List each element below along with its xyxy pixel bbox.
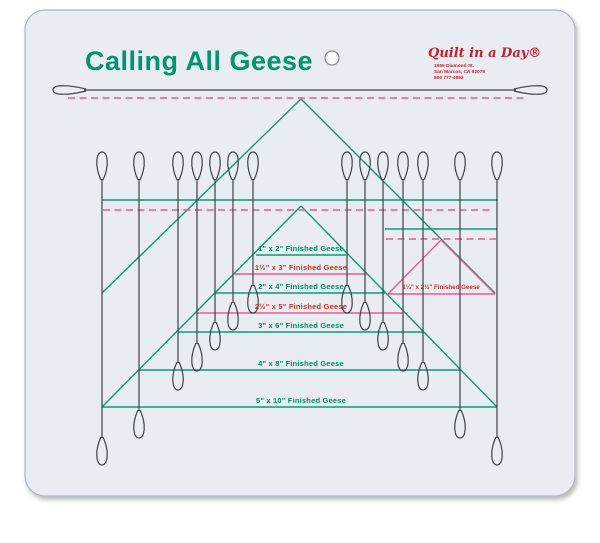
slot-bottom-loop bbox=[96, 436, 108, 466]
slot-top-loop bbox=[417, 151, 429, 181]
size-label: 4" x 8" Finished Geese bbox=[258, 359, 344, 368]
slot-bottom-loop bbox=[172, 361, 184, 391]
slot-bottom-loop bbox=[227, 301, 239, 331]
slot-top-loop bbox=[96, 151, 108, 181]
brand-address-line3: 800 777-4852 bbox=[434, 75, 464, 81]
slot-top-loop bbox=[191, 151, 203, 181]
slot-top-loop bbox=[397, 151, 409, 181]
goose-size-guide: 5" x 10" Finished Geese bbox=[102, 396, 497, 408]
brand-logo: Quilt in a Day® bbox=[428, 46, 541, 61]
vertical-cutting-slot bbox=[247, 151, 259, 314]
triangle-side-left bbox=[101, 98, 302, 294]
size-label: 1¼" x 2½" Finished Geese bbox=[402, 284, 480, 291]
slot-end-loop bbox=[52, 85, 87, 95]
slot-top-loop bbox=[454, 151, 466, 181]
goose-size-guide: 2" x 4" Finished Geese bbox=[215, 282, 385, 294]
vertical-cutting-slot bbox=[454, 151, 466, 439]
brand-address-line1: 1955 Diamond St. bbox=[434, 63, 474, 69]
size-label: 2½" x 5" Finished Geese bbox=[255, 302, 347, 311]
triangle-side-left bbox=[387, 239, 442, 295]
size-label: 1" x 2" Finished Geese bbox=[258, 244, 344, 253]
vertical-cutting-slot bbox=[191, 151, 203, 372]
outer-large-triangle bbox=[101, 98, 496, 294]
inner-large-triangle bbox=[101, 205, 498, 408]
vertical-cutting-slot bbox=[359, 151, 371, 331]
slot-top-loop bbox=[172, 151, 184, 181]
vertical-cutting-slot bbox=[341, 151, 353, 314]
goose-size-guide: 1" x 2" Finished Geese bbox=[256, 244, 346, 256]
slot-bottom-loop bbox=[417, 361, 429, 391]
size-label: 1½" x 3" Finished Geese bbox=[255, 263, 347, 272]
vertical-cutting-slot bbox=[397, 151, 409, 372]
triangle-side-right bbox=[300, 205, 498, 408]
goose-size-guide: 2½" x 5" Finished Geese bbox=[197, 302, 403, 314]
slot-bottom-loop bbox=[454, 409, 466, 439]
goose-size-guide: 1½" x 3" Finished Geese bbox=[233, 263, 367, 275]
slot-bottom-loop bbox=[491, 436, 503, 466]
slot-top-loop bbox=[133, 151, 145, 181]
slot-top-loop bbox=[491, 151, 503, 181]
horizontal-cutting-slot bbox=[52, 85, 548, 95]
vertical-cutting-slot bbox=[172, 151, 184, 391]
brand-address-line2: San Marcos, CA 92078 bbox=[434, 69, 485, 75]
size-label: 5" x 10" Finished Geese bbox=[256, 396, 346, 405]
vertical-cutting-slot bbox=[227, 151, 239, 331]
triangle-side-right bbox=[440, 239, 496, 295]
triangle-side-left bbox=[101, 205, 302, 408]
slot-top-loop bbox=[341, 151, 353, 181]
vertical-cutting-slot bbox=[96, 151, 108, 466]
vertical-cutting-slot bbox=[491, 151, 503, 466]
slot-top-loop bbox=[359, 151, 371, 181]
slot-end-loop bbox=[513, 85, 548, 95]
vertical-cutting-slot bbox=[209, 151, 221, 351]
slot-bottom-loop bbox=[133, 409, 145, 439]
printed-guides-layer: 1¼" x 2½" Finished Geese 1" x 2" Finished… bbox=[52, 85, 548, 466]
slot-top-loop bbox=[227, 151, 239, 181]
slot-bottom-loop bbox=[191, 342, 203, 372]
slot-bottom-loop bbox=[247, 284, 259, 314]
size-label: 3" x 6" Finished Geese bbox=[258, 321, 344, 330]
hanging-hole bbox=[324, 50, 340, 66]
vertical-cutting-slot bbox=[377, 151, 389, 351]
slot-bottom-loop bbox=[377, 321, 389, 351]
small-pink-triangle: 1¼" x 2½" Finished Geese bbox=[387, 239, 496, 295]
slot-bottom-loop bbox=[209, 321, 221, 351]
slot-top-loop bbox=[247, 151, 259, 181]
product-title: Calling All Geese bbox=[85, 46, 313, 76]
size-label: 2" x 4" Finished Geese bbox=[258, 282, 344, 291]
slot-bottom-loop bbox=[359, 301, 371, 331]
slot-bottom-loop bbox=[341, 284, 353, 314]
goose-size-guide: 4" x 8" Finished Geese bbox=[139, 359, 461, 371]
slot-bottom-loop bbox=[397, 342, 409, 372]
slot-top-loop bbox=[377, 151, 389, 181]
template-board bbox=[24, 9, 576, 497]
vertical-cutting-slot bbox=[133, 151, 145, 439]
triangle-side-right bbox=[300, 98, 496, 294]
vertical-cutting-slot bbox=[417, 151, 429, 391]
slot-top-loop bbox=[209, 151, 221, 181]
